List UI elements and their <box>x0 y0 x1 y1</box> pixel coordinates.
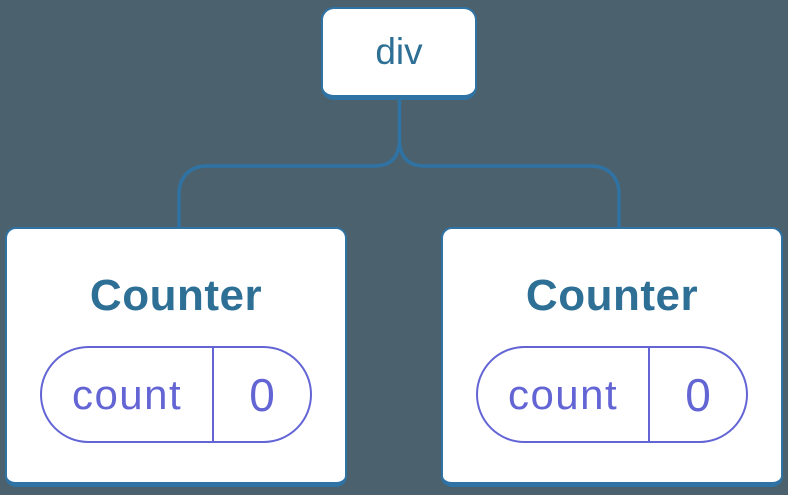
card-title: Counter <box>525 271 699 320</box>
state-value: 0 <box>249 368 275 421</box>
counter-card: Counter count 0 <box>5 227 347 487</box>
state-pill: count 0 <box>40 346 312 443</box>
root-node: div <box>321 7 477 100</box>
state-key: count <box>42 348 215 441</box>
state-pill: count 0 <box>476 346 748 443</box>
state-key: count <box>478 348 651 441</box>
connector-branch-left <box>177 138 402 229</box>
state-value: 0 <box>685 368 711 421</box>
root-node-label: div <box>375 31 423 72</box>
counter-card: Counter count 0 <box>441 227 783 487</box>
card-title: Counter <box>89 271 263 320</box>
connector-branch-right <box>397 138 621 229</box>
